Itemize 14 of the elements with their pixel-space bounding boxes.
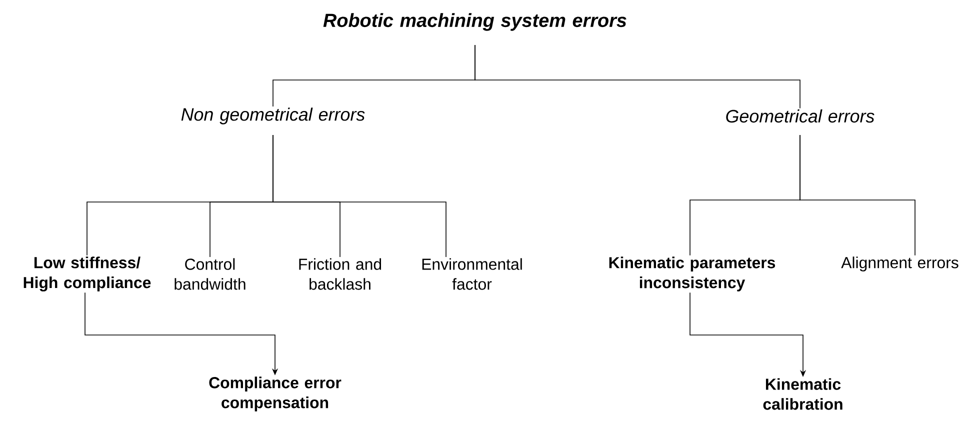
item-label: Environmental factor bbox=[422, 258, 522, 290]
item-label: Alignment errors bbox=[841, 256, 958, 272]
key-item-label: Kinematic parameters inconsistency bbox=[609, 256, 776, 292]
connector-line bbox=[800, 134, 916, 256]
key-item-label: Kinematic calibration bbox=[763, 378, 842, 410]
category-label: Geometrical errors bbox=[726, 109, 874, 123]
connector-line bbox=[272, 134, 446, 258]
key-item-label: Compliance error compensation bbox=[209, 376, 342, 412]
category-label: Non geometrical errors bbox=[181, 108, 365, 124]
key-item-label: Low stiffness/ High compliance bbox=[24, 256, 151, 292]
connector-line bbox=[474, 44, 800, 109]
item-label: Friction and backlash bbox=[299, 258, 382, 290]
heading-text: Robotic machining system errors bbox=[323, 13, 626, 31]
item-label: Control bandwidth bbox=[174, 258, 246, 290]
